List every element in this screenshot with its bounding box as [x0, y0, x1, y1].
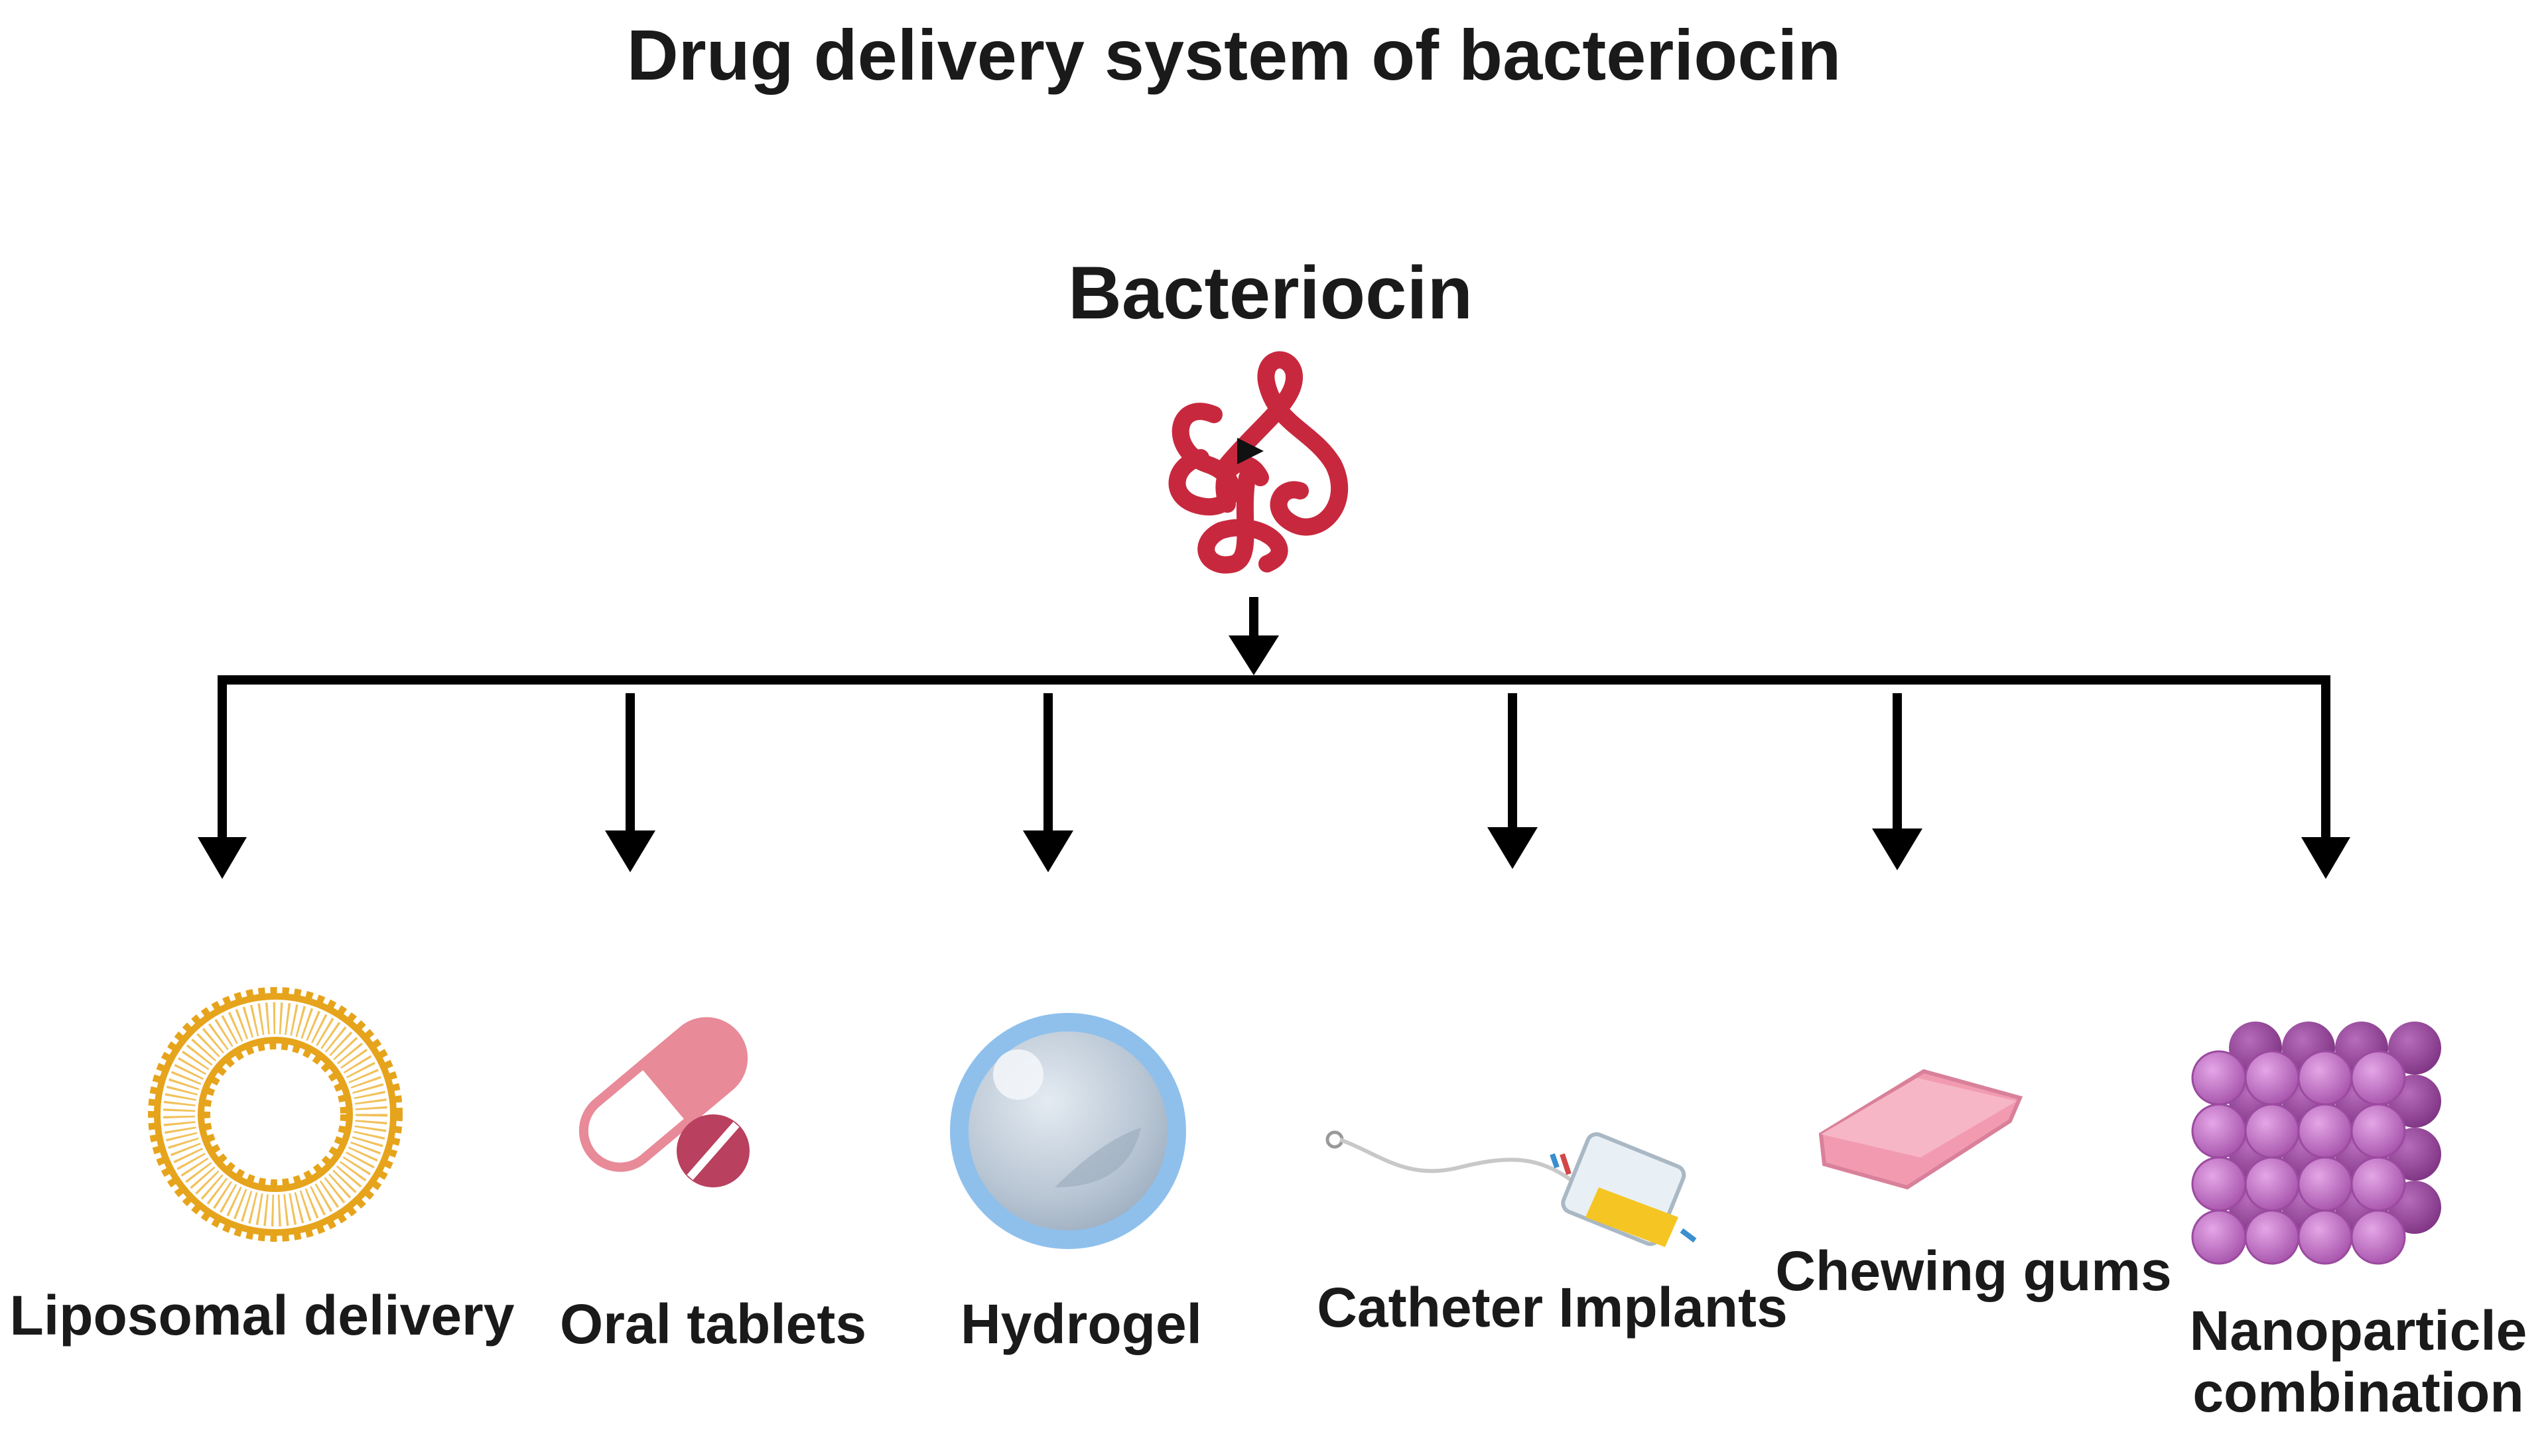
nanoparticle-sphere [2191, 1103, 2247, 1159]
nanoparticle-cube-icon [2191, 1022, 2441, 1265]
branch-label-hydrogel: Hydrogel [961, 1293, 1202, 1355]
nanoparticle-sphere [2191, 1050, 2247, 1106]
nanoparticle-sphere [2388, 1022, 2441, 1075]
nanoparticle-sphere [2244, 1156, 2300, 1212]
peptide-chain-icon [1168, 351, 1349, 574]
nanoparticle-sphere [2297, 1050, 2353, 1106]
pill-icon [578, 1017, 750, 1187]
nanoparticle-sphere [2297, 1156, 2353, 1212]
peptide-pointer-icon [1237, 438, 1264, 464]
nanoparticle-sphere [2350, 1209, 2406, 1265]
branch-label-chewing-gums: Chewing gums [1775, 1240, 2171, 1302]
nanoparticle-sphere [2297, 1103, 2353, 1159]
liposome-icon [148, 987, 403, 1242]
nanoparticle-sphere [2191, 1156, 2247, 1212]
source-label: Bacteriocin [1068, 251, 1473, 334]
nanoparticle-sphere [2244, 1103, 2300, 1159]
chewing-gum-icon [1818, 1069, 2023, 1190]
nanoparticle-sphere [2191, 1209, 2247, 1265]
nanoparticle-sphere [2244, 1209, 2300, 1265]
branch-label-nanoparticle-line1: Nanoparticle [2190, 1299, 2527, 1362]
nanoparticle-sphere [2350, 1050, 2406, 1106]
branch-label-liposomal: Liposomal delivery [10, 1284, 515, 1347]
branch-label-nanoparticle-line2: combination [2192, 1361, 2523, 1423]
nanoparticle-sphere [2244, 1050, 2300, 1106]
connector-lines [198, 597, 2350, 879]
branch-label-catheter: Catheter Implants [1317, 1276, 1788, 1339]
nanoparticle-sphere [2350, 1156, 2406, 1212]
hydrogel-sphere-icon [950, 1013, 1186, 1249]
nanoparticle-sphere [2297, 1209, 2353, 1265]
diagram-title: Drug delivery system of bacteriocin [627, 15, 1842, 95]
branch-label-oral-tablets: Oral tablets [560, 1293, 866, 1355]
nanoparticle-sphere [2350, 1103, 2406, 1159]
catheter-bag-icon [1325, 1130, 1697, 1247]
